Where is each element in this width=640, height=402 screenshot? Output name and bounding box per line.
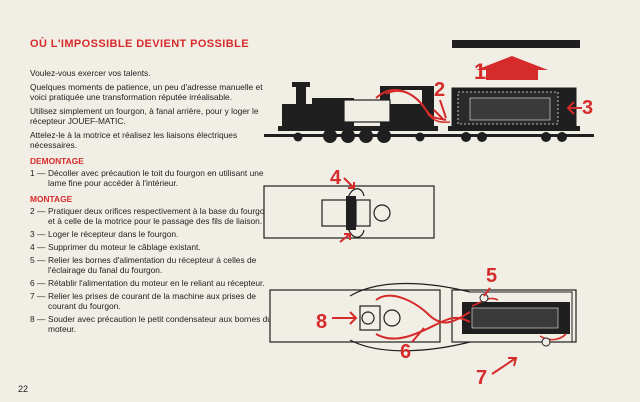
callout-number: 3 [582,97,593,119]
motor-top-view: 4 [263,167,435,243]
step-item: 5 — Relier les bornes d'alimentation du … [30,255,275,275]
step-item: 6 — Rétablir l'alimentation du moteur en… [30,278,275,288]
callout-number: 4 [330,167,342,189]
step-text: Souder avec précaution le petit condensa… [48,314,272,334]
step-text: Loger le récepteur dans le fourgon. [48,229,179,239]
montage-heading: MONTAGE [30,194,73,204]
intro-paragraph: Utilisez simplement un fourgon, à fanal … [30,106,259,126]
step-number: 7 — [30,291,46,301]
step-number: 3 — [30,229,46,239]
callout-number: 7 [476,367,487,389]
step-number: 4 — [30,242,46,252]
callout-number: 2 [434,79,445,101]
step-number: 8 — [30,314,46,324]
lift-arrow-icon [476,56,548,80]
callout-number: 1 [474,59,486,84]
step-text: Rétablir l'alimentation du moteur en le … [48,278,265,288]
intro-paragraph: Quelques moments de patience, un peu d'a… [30,82,263,102]
locomotive-illustration: 1 2 3 [264,40,594,143]
callout-number: 8 [316,311,327,333]
step-text: Relier les bornes d'alimentation du réce… [48,255,257,275]
van-roof [452,40,580,48]
intro-paragraph: Attelez-le à la motrice et réalisez les … [30,130,238,150]
step-item: 8 — Souder avec précaution le petit cond… [30,314,275,334]
page-title: OÙ L'IMPOSSIBLE DEVIENT POSSIBLE [30,38,249,50]
instructions-column: Voulez-vous exercer vos talents. Quelque… [30,68,275,337]
step-item: 7 — Relier les prises de courant de la m… [30,291,275,311]
demontage-heading: DEMONTAGE [30,156,84,166]
step-item: 4 — Supprimer du moteur le câblage exist… [30,242,275,252]
step-item: 2 — Pratiquer deux orifices respectiveme… [30,206,275,226]
wiring-diagram: 5 6 7 8 [269,265,577,389]
step-number: 5 — [30,255,46,265]
step-number: 2 — [30,206,46,216]
step-number: 1 — [30,168,46,178]
step-number: 6 — [30,278,46,288]
step-item: 3 — Loger le récepteur dans le fourgon. [30,229,275,239]
step-text: Pratiquer deux orifices respectivement à… [48,206,270,226]
step-text: Relier les prises de courant de la machi… [48,291,257,311]
rail-line [264,134,594,137]
callout-number: 6 [400,341,411,363]
intro-paragraph: Voulez-vous exercer vos talents. [30,68,151,78]
step-text: Décoller avec précaution le toit du four… [48,168,264,188]
page-number: 22 [18,384,29,394]
callout-number: 5 [486,265,497,287]
step-text: Supprimer du moteur le câblage existant. [48,242,201,252]
step-item: 1 — Décoller avec précaution le toit du … [30,168,275,188]
